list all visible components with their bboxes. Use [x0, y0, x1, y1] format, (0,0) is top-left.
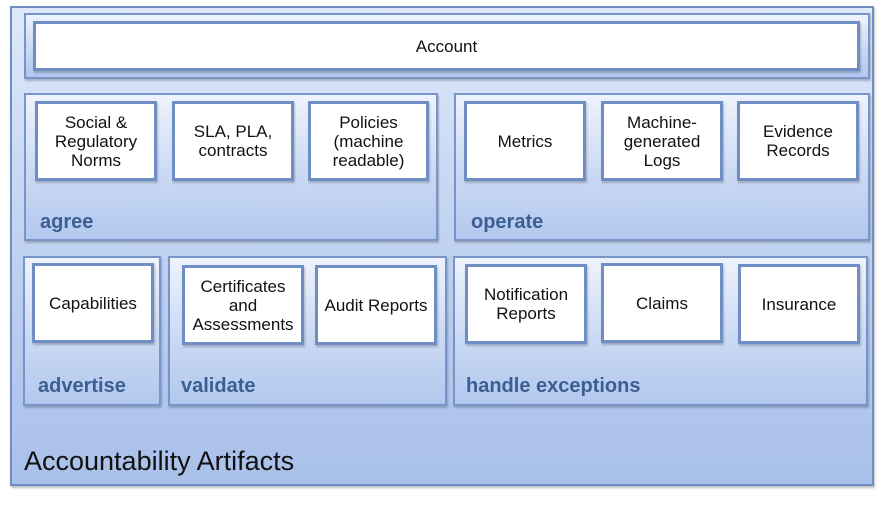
- account-box: Account: [33, 21, 860, 71]
- claims-box: Claims: [601, 263, 723, 343]
- evidence-records-box: Evidence Records: [737, 101, 859, 181]
- diagram-title: Accountability Artifacts: [24, 446, 295, 476]
- audit-reports-box: Audit Reports: [315, 265, 437, 345]
- agree-label: agree: [40, 211, 94, 233]
- handle-exceptions-label: handle exceptions: [466, 375, 641, 397]
- advertise-label: advertise: [38, 375, 126, 397]
- metrics-box: Metrics: [464, 101, 586, 181]
- validate-label: validate: [181, 375, 256, 397]
- sla-pla-contracts-box: SLA, PLA, contracts: [172, 101, 294, 181]
- accountability-artifacts-container: [10, 6, 874, 486]
- capabilities-box: Capabilities: [32, 263, 154, 343]
- operate-label: operate: [471, 211, 544, 233]
- insurance-box: Insurance: [738, 264, 860, 344]
- notification-reports-box: Notification Reports: [465, 264, 587, 344]
- certificates-assessments-box: Certificates and Assessments: [182, 265, 304, 345]
- social-regulatory-norms-box: Social & Regulatory Norms: [35, 101, 157, 181]
- machine-generated-logs-box: Machine-generated Logs: [601, 101, 723, 181]
- policies-box: Policies (machine readable): [308, 101, 429, 181]
